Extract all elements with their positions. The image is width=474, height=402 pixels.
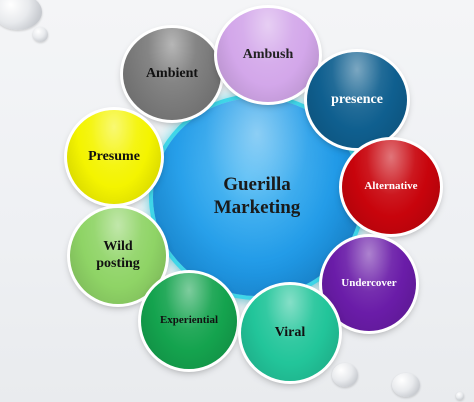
node-presume: Presume: [67, 110, 161, 204]
node-viral: Viral: [241, 285, 339, 381]
center-node-label: Guerilla Marketing: [213, 174, 301, 218]
node-label: Experiential: [159, 314, 219, 327]
node-label: presence: [331, 91, 383, 107]
node-alternative: Alternative: [342, 140, 440, 234]
node-label: Wild posting: [96, 239, 140, 271]
node-label: Ambush: [242, 46, 294, 62]
water-droplet-decoration: [0, 0, 42, 30]
node-label: Ambient: [145, 65, 199, 81]
water-droplet-decoration: [392, 373, 420, 397]
node-label: Presume: [88, 148, 140, 164]
water-droplet-decoration: [332, 363, 358, 387]
node-label: Undercover: [341, 277, 397, 290]
node-label: Viral: [274, 324, 306, 340]
node-presence: presence: [307, 52, 407, 148]
node-ambush: Ambush: [217, 8, 319, 102]
node-label: Alternative: [364, 180, 418, 193]
water-droplet-decoration: [33, 27, 48, 42]
node-experiential: Experiential: [141, 273, 237, 369]
node-ambient: Ambient: [123, 28, 221, 120]
water-droplet-decoration: [456, 392, 464, 400]
